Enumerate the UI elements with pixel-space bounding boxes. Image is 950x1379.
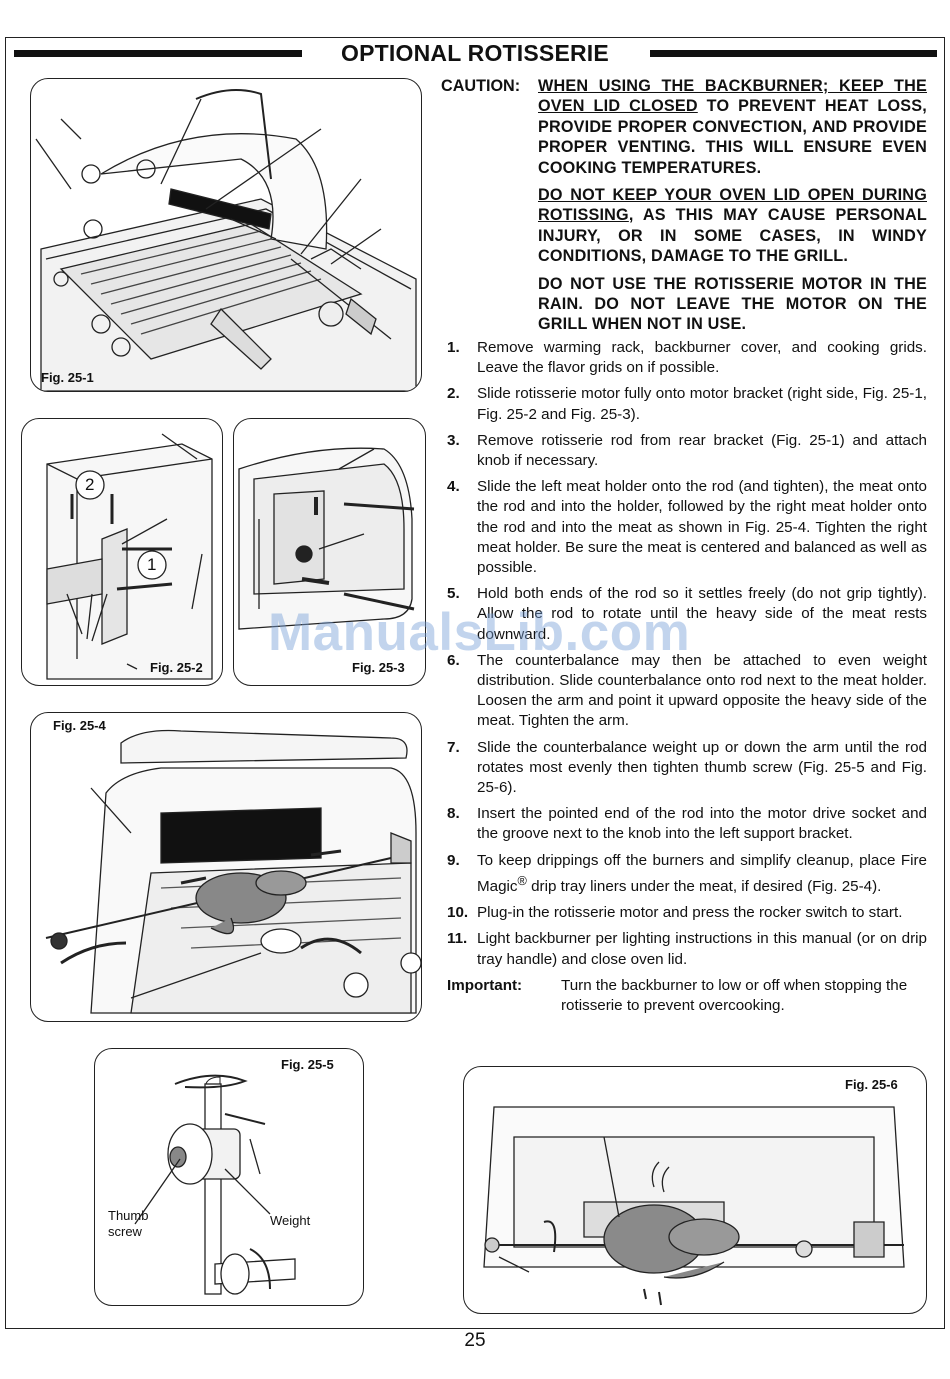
step-text: Insert the pointed end of the rod into t… (477, 805, 927, 843)
fig-25-2-callout-2: 2 (85, 475, 95, 494)
fig-25-4-label: Fig. 25-4 (53, 718, 106, 733)
step-number: 10. (447, 904, 469, 922)
fig-25-2-label: Fig. 25-2 (150, 660, 203, 675)
step-item: 11. Light backburner per lighting instruc… (447, 929, 927, 969)
registered-mark: ® (517, 873, 527, 888)
step-text: Light backburner per lighting instructio… (477, 930, 927, 968)
step-item: 9. To keep drippings off the burners and … (447, 851, 927, 897)
step-number: 9. (447, 851, 460, 869)
figure-25-5: Fig. 25-5 Thumb screw Weight (94, 1048, 364, 1306)
step-number: 1. (447, 339, 460, 356)
figure-25-6: Fig. 25-6 (463, 1066, 927, 1314)
caution-p1-text: TO PREVENT HEAT LOSS, PROVIDE PROPER CON… (538, 97, 927, 177)
caution-p2-text: , AS THIS MAY CAUSE PERSONAL INJURY, OR … (538, 206, 927, 266)
step-text: Slide the left meat holder onto the rod … (477, 478, 927, 577)
motor-bracket-illustration (46, 433, 213, 680)
page-title: OPTIONAL ROTISSERIE (341, 40, 609, 66)
fig-25-5-label: Fig. 25-5 (281, 1057, 334, 1072)
rotisserie-installed-illustration (45, 729, 421, 1014)
fig-25-3-label: Fig. 25-3 (352, 660, 405, 675)
figure-25-2: 2 1 Fig. 25-2 (21, 418, 223, 686)
important-label: Important: (447, 976, 523, 994)
step-number: 8. (447, 805, 460, 823)
caution-p2-underlined: DO NOT KEEP YOUR OVEN LID OPEN DURING RO… (538, 186, 927, 225)
watermark: ManualsLib.com (268, 603, 691, 662)
caution-label: CAUTION: (441, 77, 521, 95)
caution-p1-underlined: WHEN USING THE BACKBURNER; KEEP THE OVEN… (538, 77, 927, 116)
step-text: Slide the counterbalance weight up or do… (477, 738, 927, 797)
weight-label: Weight (270, 1213, 311, 1228)
title-rule-left (14, 50, 302, 57)
figure-25-3: Fig. 25-3 (233, 418, 426, 686)
step-number: 7. (447, 738, 460, 756)
step-item: 4. Slide the left meat holder onto the ro… (447, 477, 927, 578)
grill-open-illustration (35, 89, 417, 391)
step-text: Hold both ends of the rod so it settles … (477, 585, 927, 643)
fig-25-2-callout-1: 1 (147, 555, 157, 574)
step-item: 7. Slide the counterbalance weight up or … (447, 738, 927, 799)
figure-25-1: Fig. 25-1 (30, 78, 422, 392)
step-item: 10. Plug-in the rotisserie motor and pres… (447, 903, 927, 923)
caution-block: CAUTION: WHEN USING THE BACKBURNER; KEEP… (441, 76, 927, 342)
step-text: Slide rotisserie motor fully onto motor … (477, 385, 927, 423)
motor-close-up-illustration (238, 447, 415, 630)
step-number: 11. (447, 930, 468, 948)
step-number: 6. (447, 651, 460, 669)
counterbalance-illustration (134, 1074, 296, 1295)
step-number: 3. (447, 431, 460, 449)
fig-25-6-label: Fig. 25-6 (845, 1077, 898, 1092)
step-text: To keep drippings off the burners and si… (477, 851, 927, 895)
important-text: Turn the backburner to low or off when s… (561, 976, 908, 1014)
step-number: 5. (447, 585, 460, 603)
rotisserie-meat-illustration (483, 1106, 905, 1306)
step-text: The counterbalance may then be attached … (477, 651, 927, 730)
step-text-continued: drip tray liners under the meat, if desi… (526, 877, 882, 895)
important-note: Important: Turn the backburner to low or… (447, 976, 927, 1016)
figure-25-4: Fig. 25-4 (30, 712, 422, 1022)
page-number: 25 (464, 1330, 486, 1351)
caution-p3-text: DO NOT USE THE ROTISSERIE MOTOR IN THE R… (538, 274, 927, 334)
fig-25-1-label: Fig. 25-1 (41, 370, 94, 385)
thumb-screw-label: Thumb screw (108, 1208, 149, 1239)
page-frame (5, 37, 945, 1329)
step-text: Plug-in the rotisserie motor and press t… (477, 904, 903, 922)
step-text: Remove rotisserie rod from rear bracket … (477, 431, 927, 470)
instruction-steps: 1. Remove warming rack, backburner cover,… (447, 338, 927, 1016)
step-item: 1. Remove warming rack, backburner cover,… (447, 338, 927, 378)
step-item: 3. Remove rotisserie rod from rear bracke… (447, 431, 927, 471)
step-number: 2. (447, 385, 460, 403)
step-item: 5. Hold both ends of the rod so it settle… (447, 584, 927, 645)
step-item: 6. The counterbalance may then be attache… (447, 651, 927, 732)
step-number: 4. (447, 478, 460, 496)
title-rule-right (650, 50, 937, 57)
step-text: Remove warming rack, backburner cover, a… (477, 339, 927, 377)
step-item: 2. Slide rotisserie motor fully onto moto… (447, 384, 927, 424)
step-item: 8. Insert the pointed end of the rod into… (447, 804, 927, 844)
